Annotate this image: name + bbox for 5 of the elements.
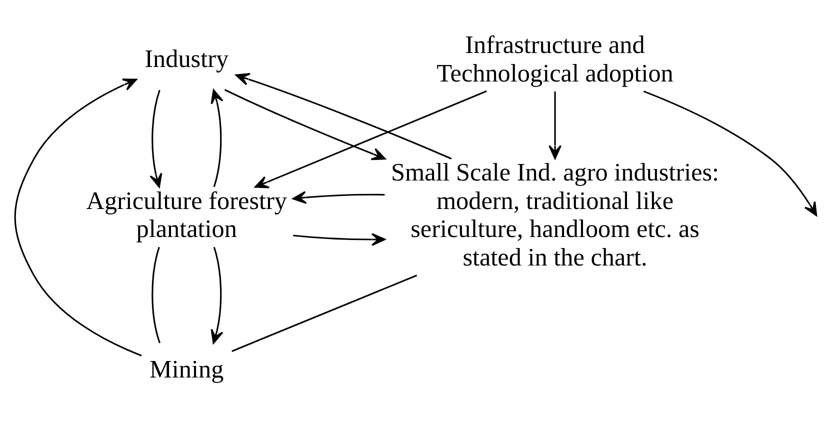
node-text: Infrastructure and Technological adoption	[436, 32, 674, 87]
node-text: Agriculture forestry plantation	[86, 187, 287, 243]
node-text: Industry	[144, 46, 229, 73]
node-text: Small Scale Ind. agro industries: modern, traditional like sericulture, handloom etc. as stated in the chart.	[390, 159, 720, 272]
node-text: Mining	[150, 356, 224, 383]
